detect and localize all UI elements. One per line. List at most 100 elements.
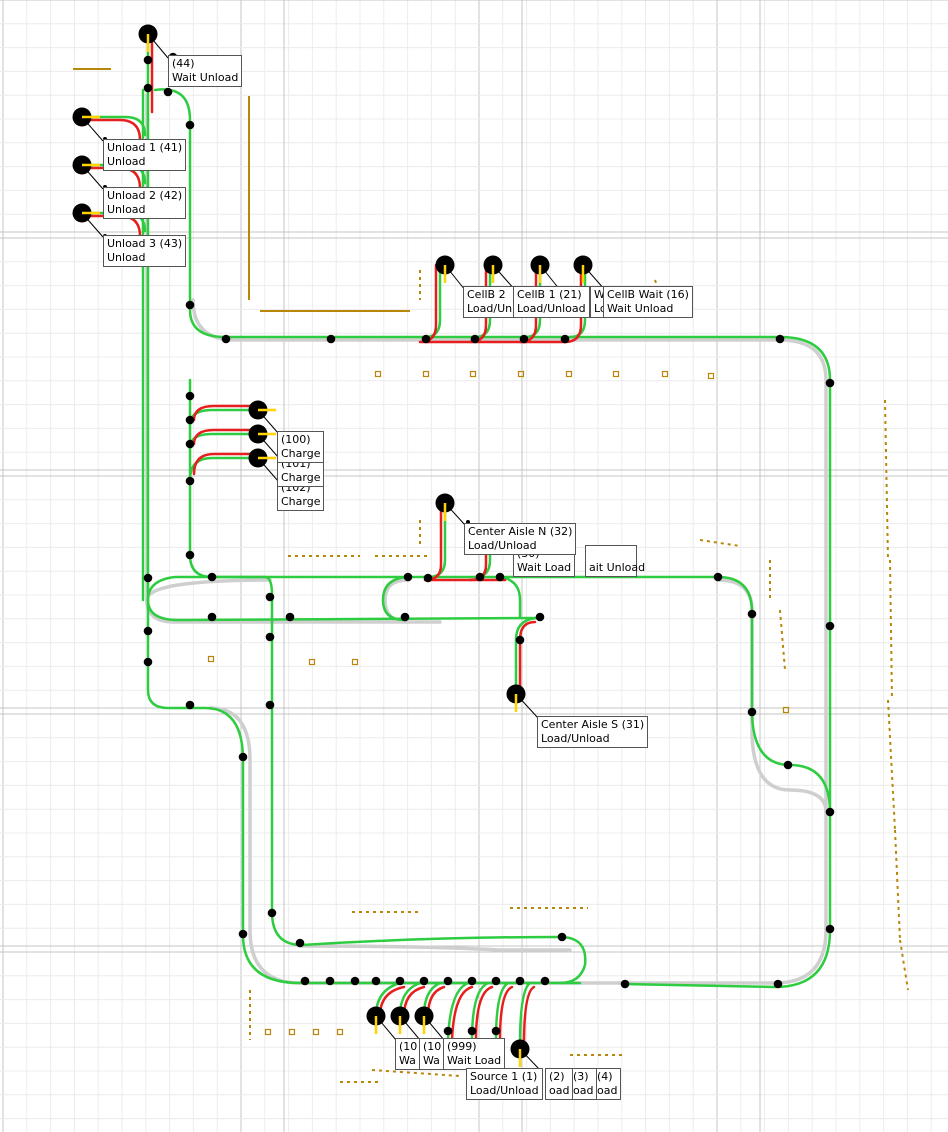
stations[interactable] [72, 24, 593, 1068]
waypoint-dot-icon[interactable] [143, 83, 153, 93]
waypoint-dot-icon[interactable] [207, 572, 217, 582]
waypoint-dot-icon[interactable] [326, 334, 336, 344]
waypoint-dot-icon[interactable] [185, 300, 195, 310]
waypoint-dot-icon[interactable] [475, 572, 485, 582]
waypoint-dot-icon[interactable] [143, 55, 153, 65]
waypoint-dot-icon[interactable] [371, 976, 381, 986]
cellb-spur-4[interactable] [568, 263, 587, 339]
waypoint-dot-icon[interactable] [557, 932, 567, 942]
waypoint-dot-icon[interactable] [713, 572, 723, 582]
left-loop-lower-track[interactable] [146, 598, 542, 622]
source-red-spur-5[interactable] [474, 985, 494, 1042]
label-source-2[interactable]: (2) oad [545, 1068, 574, 1100]
cellb-red-spur-3[interactable] [518, 263, 567, 344]
waypoint-dot-icon[interactable] [265, 700, 275, 710]
waypoints[interactable] [103, 52, 835, 1074]
waypoint-dot-icon[interactable] [535, 612, 545, 622]
waypoint-dot-icon[interactable] [143, 573, 153, 583]
waypoint-dot-icon[interactable] [238, 752, 248, 762]
waypoint-dot-icon[interactable] [143, 657, 153, 667]
label-source-4[interactable]: (4) oad [593, 1068, 622, 1100]
unload-3-red-spur[interactable] [80, 214, 142, 238]
charge-100-spur[interactable] [188, 408, 260, 427]
waypoint-dot-icon[interactable] [300, 976, 310, 986]
waypoint-dot-icon[interactable] [423, 573, 433, 583]
waypoint-dot-icon[interactable] [825, 621, 835, 631]
label-unload-3[interactable]: Unload 3 (43) Unload [103, 235, 187, 267]
label-wait-load-999[interactable]: (999) Wait Load [443, 1038, 506, 1070]
waypoint-dot-icon[interactable] [470, 334, 480, 344]
waypoint-dot-icon[interactable] [185, 439, 195, 449]
charge-101-spur[interactable] [188, 432, 260, 450]
north-inner-track[interactable] [153, 88, 832, 989]
waypoint-dot-icon[interactable] [773, 979, 783, 989]
charge-102-spur[interactable] [188, 456, 260, 482]
label-wait-unload-44[interactable]: (44) Wait Unload [168, 55, 243, 87]
waypoint-dot-icon[interactable] [163, 87, 173, 97]
waypoint-dot-icon[interactable] [350, 976, 360, 986]
waypoint-dot-icon[interactable] [400, 612, 410, 622]
label-cellb-1[interactable]: CellB 1 (21) Load/Unload [513, 286, 590, 318]
waypoint-dot-icon[interactable] [515, 976, 525, 986]
label-cellb-wait[interactable]: CellB Wait (16) Wait Unload [603, 286, 693, 318]
center-n-spur[interactable] [426, 501, 447, 579]
waypoint-dot-icon[interactable] [443, 1026, 453, 1036]
source-spur-7[interactable] [518, 981, 532, 1047]
waypoint-dot-icon[interactable] [395, 976, 405, 986]
unload-2-red-spur[interactable] [80, 166, 142, 190]
unload-1-spur[interactable] [80, 115, 147, 137]
waypoint-dot-icon[interactable] [421, 334, 431, 344]
source-red-spur-4[interactable] [450, 985, 474, 1042]
label-wait-unload-aisle[interactable]: ait Unload [585, 545, 645, 577]
waypoint-dot-icon[interactable] [285, 612, 295, 622]
waypoint-dot-icon[interactable] [540, 976, 550, 986]
waypoint-dot-icon[interactable] [403, 572, 413, 582]
waypoint-dot-icon[interactable] [185, 120, 195, 130]
waypoint-dot-icon[interactable] [419, 976, 429, 986]
label-source-3[interactable]: (3) oad [569, 1068, 598, 1100]
waypoint-dot-icon[interactable] [620, 979, 630, 989]
waypoint-dot-icon[interactable] [443, 976, 453, 986]
waypoint-dot-icon[interactable] [265, 592, 275, 602]
label-cellb-2[interactable]: CellB 2 Load/Unl [463, 286, 517, 318]
waypoint-dot-icon[interactable] [185, 476, 195, 486]
source-red-spur-7[interactable] [522, 985, 536, 1047]
west-spine-track[interactable] [146, 43, 582, 985]
label-unload-1[interactable]: Unload 1 (41) Unload [103, 139, 187, 171]
waypoint-dot-icon[interactable] [185, 550, 195, 560]
label-center-aisle-s[interactable]: Center Aisle S (31) Load/Unload [537, 716, 649, 748]
charge-100-red-spur[interactable] [192, 404, 260, 422]
center-loop-track[interactable] [381, 575, 407, 622]
waypoint-dot-icon[interactable] [143, 626, 153, 636]
waypoint-dot-icon[interactable] [185, 700, 195, 710]
waypoint-dot-icon[interactable] [491, 1026, 501, 1036]
label-center-aisle-n[interactable]: Center Aisle N (32) Load/Unload [464, 523, 577, 555]
waypoint-dot-icon[interactable] [495, 572, 505, 582]
waypoint-dot-icon[interactable] [265, 632, 275, 642]
waypoint-dot-icon[interactable] [560, 334, 570, 344]
waypoint-dot-icon[interactable] [825, 807, 835, 817]
waypoint-dot-icon[interactable] [783, 760, 793, 770]
unload-1-red-spur[interactable] [80, 118, 142, 142]
waypoint-dot-icon[interactable] [747, 609, 757, 619]
label-source-1[interactable]: Source 1 (1) Load/Unload [466, 1068, 543, 1100]
waypoint-dot-icon[interactable] [747, 707, 757, 717]
left-loop-track[interactable] [146, 575, 587, 985]
charge-102-red-spur[interactable] [192, 452, 260, 476]
waypoint-dot-icon[interactable] [185, 391, 195, 401]
waypoint-dot-icon[interactable] [467, 976, 477, 986]
waypoint-dot-icon[interactable] [295, 938, 305, 948]
source-red-spur-6[interactable] [498, 985, 514, 1042]
label-wait-10a[interactable]: (10 Wa [395, 1038, 421, 1070]
cellb-spur-3[interactable] [523, 263, 542, 339]
cellb-spur-1[interactable] [423, 263, 442, 339]
waypoint-dot-icon[interactable] [221, 334, 231, 344]
cellb-red-spur-1[interactable] [418, 263, 527, 344]
waypoint-dot-icon[interactable] [825, 924, 835, 934]
waypoint-dot-icon[interactable] [825, 378, 835, 388]
waypoint-dot-icon[interactable] [519, 334, 529, 344]
waypoint-dot-icon[interactable] [491, 976, 501, 986]
waypoint-dot-icon[interactable] [267, 908, 277, 918]
label-unload-2[interactable]: Unload 2 (42) Unload [103, 187, 187, 219]
